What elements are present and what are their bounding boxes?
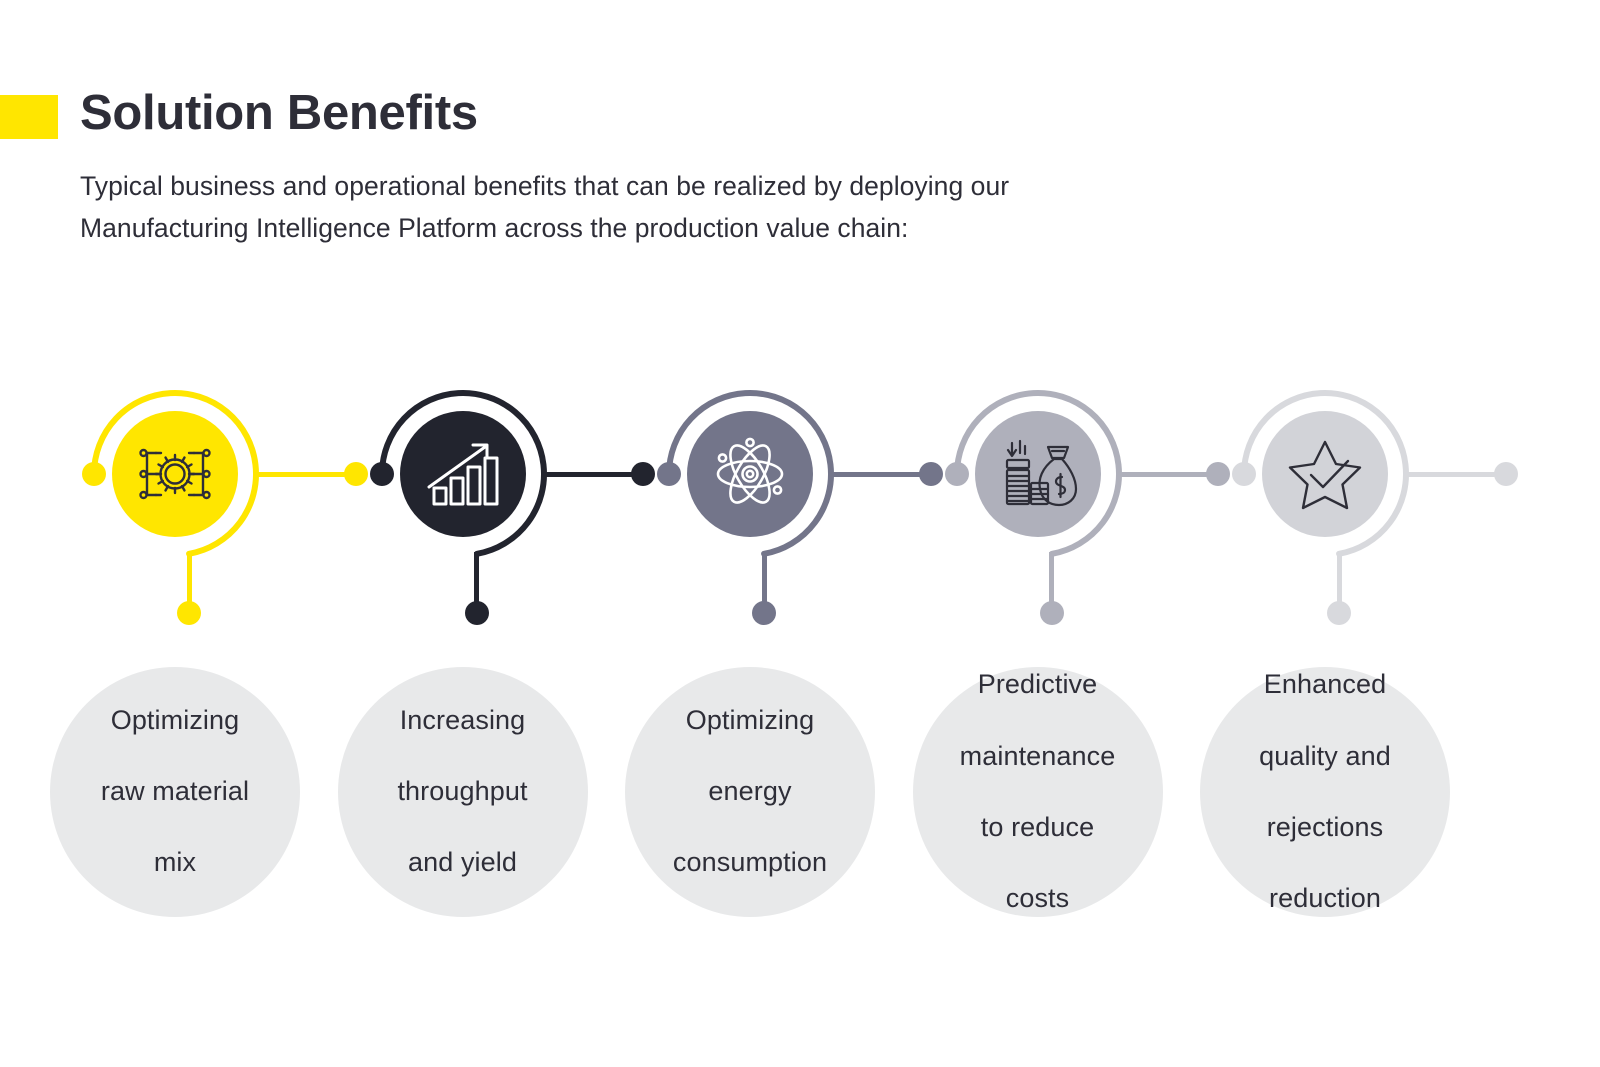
step-bottom-stem — [1049, 551, 1055, 613]
gear-circuit-icon — [135, 438, 215, 510]
step-label-line: mix — [153, 847, 197, 878]
step-label-line: energy — [708, 776, 792, 807]
step-right-dot — [1206, 462, 1230, 486]
step-bottom-stem — [474, 551, 480, 613]
step-bottom-dot — [752, 601, 777, 625]
step-icon-disc[interactable] — [687, 411, 813, 537]
step-label-line: quality and — [1259, 740, 1391, 771]
step-icon-disc[interactable] — [974, 411, 1101, 537]
step-right-connector-line — [1408, 471, 1506, 477]
atom-icon — [712, 436, 788, 512]
step-label-text: Optimizing raw material mix — [65, 703, 285, 881]
step-label-bubble-1[interactable]: Optimizing raw material mix — [50, 667, 300, 917]
step-arc-ring — [666, 390, 834, 557]
page-title: Solution Benefits — [80, 86, 478, 140]
step-label-line: Increasing — [399, 704, 526, 735]
step-arc-ring — [91, 390, 259, 557]
step-label-line: consumption — [672, 847, 828, 878]
step-label-bubble-4[interactable]: Predictive maintenance to reduce costs — [912, 667, 1163, 917]
step-label-text: Predictive maintenance to reduce costs — [924, 667, 1152, 916]
step-label-line: rejections — [1266, 811, 1384, 842]
step-right-connector-line — [545, 471, 643, 477]
step-bottom-stem — [761, 551, 767, 613]
step-icon-disc[interactable] — [399, 411, 526, 537]
subtitle-line-1: Typical business and operational benefit… — [80, 171, 1010, 201]
growth-bar-chart-icon — [425, 438, 501, 510]
step-icon-disc[interactable] — [112, 411, 238, 537]
step-left-dot — [1232, 462, 1256, 486]
step-arc-ring — [1241, 390, 1409, 557]
step-bottom-dot — [177, 601, 202, 625]
step-label-bubble-3[interactable]: Optimizing energy consumption — [625, 667, 875, 917]
step-label-line: and yield — [408, 847, 517, 878]
step-label-line: reduction — [1269, 883, 1381, 914]
step-bottom-dot — [1039, 601, 1064, 625]
star-check-icon — [1286, 437, 1364, 511]
step-bottom-stem — [1336, 551, 1342, 613]
step-bottom-stem — [186, 551, 192, 613]
step-left-dot — [369, 462, 394, 486]
money-bag-coins-icon — [998, 437, 1078, 511]
step-right-connector-line — [258, 471, 356, 477]
step-label-line: to reduce — [980, 811, 1095, 842]
step-icon-disc[interactable] — [1262, 411, 1388, 537]
step-label-line: Predictive — [977, 669, 1098, 700]
step-label-line: raw material — [100, 776, 250, 807]
step-right-dot — [918, 462, 943, 486]
step-label-text: Optimizing energy consumption — [637, 703, 863, 881]
step-arc-ring — [953, 390, 1122, 557]
step-bottom-dot — [1327, 601, 1352, 625]
step-left-dot — [657, 462, 681, 486]
step-label-text: Increasing throughput and yield — [361, 703, 563, 881]
step-label-line: Optimizing — [685, 704, 815, 735]
page-subtitle: Typical business and operational benefit… — [80, 165, 1340, 250]
step-label-line: costs — [1005, 883, 1070, 914]
step-label-line: maintenance — [959, 740, 1116, 771]
subtitle-line-2: Manufacturing Intelligence Platform acro… — [80, 213, 909, 244]
step-right-dot — [631, 462, 655, 486]
step-label-line: throughput — [397, 776, 528, 807]
step-label-line: Optimizing — [110, 704, 240, 735]
title-accent-bar — [0, 95, 58, 139]
step-right-dot — [343, 462, 368, 486]
step-bottom-dot — [464, 601, 489, 625]
step-left-dot — [944, 462, 969, 486]
step-right-connector-line — [833, 471, 931, 477]
step-left-dot — [82, 462, 106, 486]
step-right-connector-line — [1120, 471, 1218, 477]
step-label-text: Enhanced quality and rejections reduction — [1223, 667, 1427, 916]
step-label-bubble-5[interactable]: Enhanced quality and rejections reduction — [1200, 667, 1450, 917]
step-label-bubble-2[interactable]: Increasing throughput and yield — [337, 667, 588, 917]
step-label-line: Enhanced — [1263, 669, 1387, 700]
step-right-dot — [1493, 462, 1518, 486]
step-arc-ring — [378, 390, 547, 557]
